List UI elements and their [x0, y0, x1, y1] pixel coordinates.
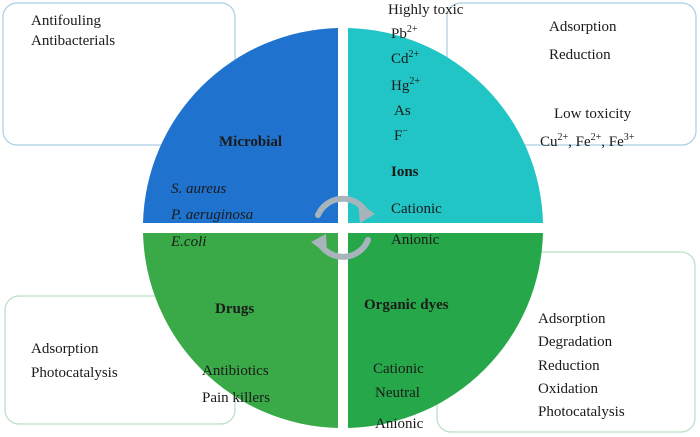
bottom-left-item-2: Photocatalysis: [31, 365, 118, 381]
bottom-right-item-1: Adsorption: [538, 311, 606, 327]
ions-cationic: Cationic: [391, 201, 442, 217]
bottom-right-item-3: Reduction: [538, 358, 600, 374]
organic-dyes-title: Organic dyes: [364, 297, 449, 313]
ion-fe2: Fe2+: [575, 132, 602, 151]
low-toxicity-ions: Cu2+, Fe2+, Fe3+: [540, 132, 635, 151]
top-left-item-1: Antifouling: [31, 13, 101, 29]
quadrant-organic-dyes: [348, 233, 543, 428]
ion-f: F−: [394, 126, 408, 145]
ion-as: As: [394, 103, 411, 119]
drugs-title: Drugs: [215, 301, 255, 317]
microbe-s-aureus: S. aureus: [171, 181, 227, 197]
quadrant-ions: [348, 28, 543, 223]
microbe-p-aeruginosa: P. aeruginosa: [171, 207, 254, 223]
ion-cd: Cd2+: [391, 49, 420, 68]
ion-hg: Hg2+: [391, 76, 420, 95]
ions-anionic: Anionic: [391, 232, 440, 248]
quadrant-microbial: [143, 28, 338, 223]
microbe-e-coli: E.coli: [171, 234, 207, 250]
dye-cationic: Cationic: [373, 361, 424, 377]
low-toxicity-label: Low toxicity: [554, 106, 632, 122]
ions-title: Ions: [391, 164, 419, 180]
bottom-right-item-5: Photocatalysis: [538, 404, 625, 420]
drug-antibiotics: Antibiotics: [202, 363, 269, 379]
ion-cu: Cu2+: [540, 132, 569, 151]
top-right-method-2: Reduction: [549, 47, 611, 63]
ion-fe3: Fe3+: [608, 132, 635, 151]
quadrant-drugs: [143, 233, 338, 428]
bottom-right-item-4: Oxidation: [538, 381, 598, 397]
highly-toxic-heading: Highly toxic: [388, 2, 464, 18]
bottom-left-item-1: Adsorption: [31, 341, 99, 357]
ion-pb: Pb2+: [391, 24, 418, 43]
microbial-title: Microbial: [219, 134, 283, 150]
top-left-item-2: Antibacterials: [31, 33, 116, 49]
top-right-method-1: Adsorption: [549, 19, 617, 35]
dye-anionic: Anionic: [375, 416, 424, 432]
drug-pain-killers: Pain killers: [202, 390, 270, 406]
cycle-arrow-head-top: [358, 202, 375, 223]
dye-neutral: Neutral: [375, 385, 420, 401]
cycle-arrow-head-bottom: [311, 234, 327, 254]
bottom-right-item-2: Degradation: [538, 334, 613, 350]
